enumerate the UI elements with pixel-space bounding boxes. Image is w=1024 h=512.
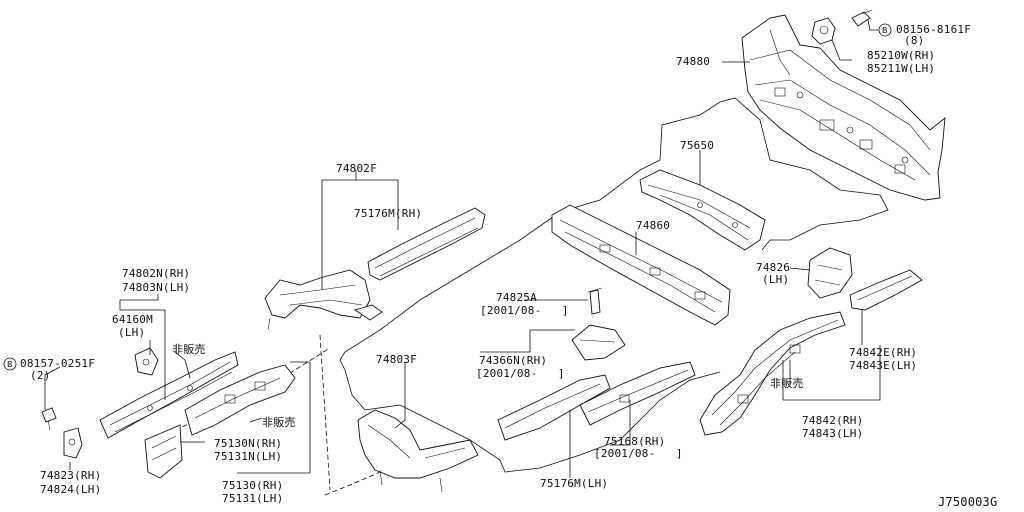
label-bolt-top-qty: (8)	[904, 34, 925, 47]
member-75176m-lh	[497, 374, 611, 441]
leader-lines	[44, 19, 881, 478]
svg-text:B: B	[882, 26, 888, 35]
label-75131n: 75131N(LH)	[214, 450, 283, 463]
cross-member-74860	[551, 204, 731, 326]
bolt-top	[851, 9, 873, 27]
label-74803n: 74803N(LH)	[122, 281, 191, 294]
dash-panel-74880	[741, 14, 946, 201]
bracket-64160m	[134, 347, 159, 376]
cross-member-75650	[639, 169, 766, 251]
bolt-74825a	[587, 287, 603, 315]
label-75130n: 75130N(RH)	[214, 437, 283, 450]
member-75168	[579, 361, 696, 426]
label-74802f: 74802F	[336, 162, 377, 175]
label-74366n: 74366N(RH)	[479, 354, 548, 367]
label-74843: 74843(LH)	[802, 427, 864, 440]
label-74842e: 74842E(RH)	[849, 346, 918, 359]
clip-85210w	[811, 17, 836, 45]
bracket-74823	[63, 427, 83, 459]
phantom-line-1	[174, 347, 331, 431]
label-74843e: 74843E(LH)	[849, 359, 918, 372]
label-74824: 74824(LH)	[40, 483, 102, 496]
label-85210w: 85210W(RH)	[867, 49, 936, 62]
label-75168-date: [2001/08- ]	[594, 447, 683, 460]
label-74825a: 74825A	[496, 291, 537, 304]
side-member-74802n	[99, 351, 239, 439]
bolt-left	[41, 407, 57, 431]
phantom-line-2	[324, 469, 386, 496]
label-74803f: 74803F	[376, 353, 417, 366]
label-74826-side: (LH)	[762, 273, 790, 286]
label-75176m-rh: 75176M(RH)	[354, 207, 423, 220]
label-75130: 75130(RH)	[222, 479, 284, 492]
label-64160m: 64160M	[112, 313, 153, 326]
label-75131: 75131(LH)	[222, 492, 284, 505]
circle-b-left: B	[3, 357, 17, 371]
floor-outline-lower	[339, 359, 721, 473]
label-75168: 75168(RH)	[604, 435, 666, 448]
label-74825a-date: [2001/08- ]	[480, 304, 569, 317]
label-74366n-date: [2001/08- ]	[476, 367, 565, 380]
bracket-74826	[807, 247, 853, 299]
member-75176m-rh	[367, 207, 486, 281]
label-74823: 74823(RH)	[40, 469, 102, 482]
label-74880: 74880	[676, 55, 711, 68]
bracket-74366n	[571, 324, 626, 361]
label-not-for-sale-2: 非販売	[770, 377, 804, 390]
label-75650: 75650	[680, 139, 715, 152]
label-85211w: 85211W(LH)	[867, 62, 936, 75]
side-member-75130n	[184, 364, 296, 436]
label-not-for-sale-3: 非販売	[262, 416, 296, 429]
floor-outline	[339, 97, 889, 361]
phantom-line-3	[319, 334, 331, 491]
diagram-id: J750003G	[938, 495, 998, 509]
label-74860: 74860	[636, 219, 671, 232]
label-75176m-lh: 75176M(LH)	[540, 477, 609, 490]
label-74826: 74826	[756, 261, 791, 274]
label-74842: 74842(RH)	[802, 414, 864, 427]
label-not-for-sale-1: 非販売	[172, 343, 206, 356]
label-bolt-left-qty: (2)	[30, 369, 51, 382]
label-64160m-side: (LH)	[118, 326, 146, 339]
label-74802n: 74802N(RH)	[122, 267, 191, 280]
rail-74842e	[849, 269, 923, 311]
front-member-74802f	[264, 269, 383, 331]
label-bolt-left: 08157-0251F	[20, 357, 96, 370]
front-member-74803f	[357, 409, 479, 493]
label-bolt-top: 08156-8161F	[896, 23, 972, 36]
circle-b-top: B	[878, 23, 892, 37]
side-member-74842	[699, 311, 846, 436]
reinforcement-75130	[144, 424, 183, 479]
svg-text:B: B	[7, 360, 13, 369]
